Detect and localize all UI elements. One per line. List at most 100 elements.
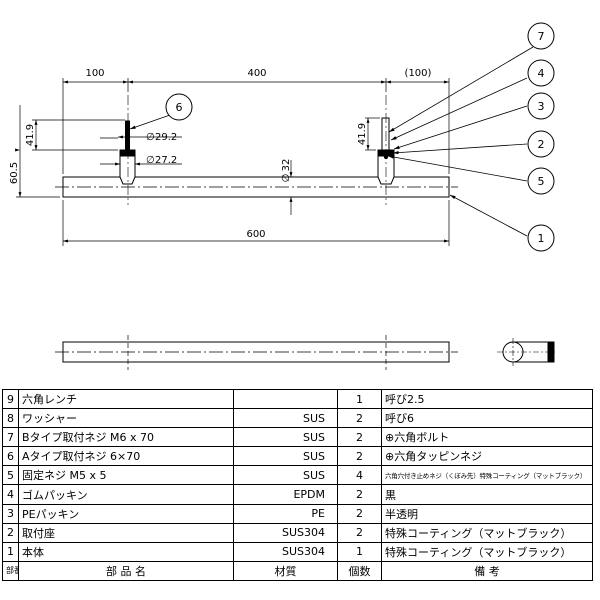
parts-table: 9 六角レンチ 1 呼び2.5 8 ワッシャー SUS 2 呼び6 7 Bタイプ… [2, 388, 593, 581]
part-name: Bタイプ取付ネジ M6 x 70 [18, 427, 234, 448]
part-note: 半透明 [381, 503, 593, 524]
part-number: 9 [2, 388, 19, 410]
callout-7 [527, 22, 555, 50]
part-number: 5 [2, 465, 19, 486]
callout-4-label: 4 [538, 67, 545, 80]
part-number: 7 [2, 427, 19, 448]
part-number: 8 [2, 408, 19, 429]
part-name: 固定ネジ M5 x 5 [18, 465, 234, 486]
table-row: 4 ゴムパッキン EPDM 2 黒 [2, 484, 593, 505]
part-note: 黒 [381, 484, 593, 505]
right-bolt [381, 117, 390, 151]
dim-dia-32: 32 [281, 159, 292, 172]
part-name: 取付座 [18, 522, 234, 543]
part-quantity: 1 [337, 541, 382, 562]
part-material: SUS [233, 427, 338, 448]
dia-symbol-3: ∅ [281, 174, 292, 183]
left-base-dark [119, 149, 136, 157]
part-number: 6 [2, 446, 19, 467]
part-name: ワッシャー [18, 408, 234, 429]
part-name: Aタイプ取付ネジ 6×70 [18, 446, 234, 467]
header-part-number: 部番 [2, 560, 19, 581]
part-material: PE [233, 503, 338, 524]
table-row: 1 本体 SUS304 1 特殊コーティング（マットブラック） [2, 541, 593, 562]
part-quantity: 2 [337, 522, 382, 543]
part-quantity: 4 [337, 465, 382, 486]
dim-600: 600 [246, 229, 265, 240]
part-quantity: 2 [337, 408, 382, 429]
front-view [16, 78, 458, 246]
part-material: EPDM [233, 484, 338, 505]
part-number: 1 [2, 541, 19, 562]
part-quantity: 2 [337, 484, 382, 505]
callout-7-label: 7 [538, 30, 545, 43]
part-material: SUS304 [233, 522, 338, 543]
parts-table-body: 9 六角レンチ 1 呼び2.5 8 ワッシャー SUS 2 呼び6 7 Bタイプ… [2, 388, 593, 581]
callout-6 [165, 93, 193, 121]
plan-view [55, 335, 458, 370]
part-quantity: 2 [337, 427, 382, 448]
callout-leaders [129, 46, 534, 237]
part-name: 六角レンチ [18, 388, 234, 410]
table-row: 9 六角レンチ 1 呼び2.5 [2, 388, 593, 410]
table-header-row: 部番 部 品 名 材質 個数 備 考 [2, 560, 593, 581]
table-row: 3 PEパッキン PE 2 半透明 [2, 503, 593, 524]
part-number: 4 [2, 484, 19, 505]
part-note: 特殊コーティング（マットブラック） [381, 541, 593, 562]
callout-4 [527, 59, 555, 87]
dia-symbol-2: ∅ [146, 155, 155, 166]
set-screw-dot [383, 154, 389, 160]
dim-100-left: 100 [85, 68, 104, 79]
dim-400: 400 [247, 68, 266, 79]
callout-1-label: 1 [538, 232, 545, 245]
part-material: SUS [233, 446, 338, 467]
callout-5 [527, 167, 555, 195]
table-row: 6 Aタイプ取付ネジ 6×70 SUS 2 ⊕六角タッピンネジ [2, 446, 593, 467]
part-quantity: 1 [337, 388, 382, 410]
header-quantity: 個数 [337, 560, 382, 581]
dim-100-right: (100) [405, 68, 432, 79]
part-material: SUS304 [233, 541, 338, 562]
dim-60-5: 60.5 [9, 162, 20, 184]
callout-5-label: 5 [538, 175, 545, 188]
dim-41-9-left: 41.9 [25, 124, 36, 146]
part-material: SUS [233, 465, 338, 486]
part-note: 六角穴付き止めネジ（くぼみ先）特殊コーティング（マットブラック） [381, 465, 593, 486]
header-part-name: 部 品 名 [18, 560, 234, 581]
part-note: ⊕六角タッピンネジ [381, 446, 593, 467]
header-material: 材質 [233, 560, 338, 581]
callout-2 [527, 130, 555, 158]
table-row: 2 取付座 SUS304 2 特殊コーティング（マットブラック） [2, 522, 593, 543]
dia-symbol-1: ∅ [146, 132, 155, 143]
part-name: 本体 [18, 541, 234, 562]
part-material: SUS [233, 408, 338, 429]
table-row: 5 固定ネジ M5 x 5 SUS 4 六角穴付き止めネジ（くぼみ先）特殊コーテ… [2, 465, 593, 486]
side-view [497, 338, 555, 366]
part-quantity: 2 [337, 446, 382, 467]
table-row: 8 ワッシャー SUS 2 呼び6 [2, 408, 593, 429]
part-name: PEパッキン [18, 503, 234, 524]
part-name: ゴムパッキン [18, 484, 234, 505]
callout-1 [527, 224, 555, 252]
part-number: 3 [2, 503, 19, 524]
part-material [233, 388, 338, 410]
callout-3 [527, 92, 555, 120]
part-quantity: 2 [337, 503, 382, 524]
technical-drawing: 7 4 3 2 5 1 6 100 400 (100) 600 41.9 60.… [9, 22, 555, 370]
part-note: 呼び6 [381, 408, 593, 429]
part-number: 2 [2, 522, 19, 543]
header-note: 備 考 [381, 560, 593, 581]
table-row: 7 Bタイプ取付ネジ M6 x 70 SUS 2 ⊕六角ボルト [2, 427, 593, 448]
dim-dia-27-2: 27.2 [155, 155, 177, 166]
dim-dia-29-2: 29.2 [155, 132, 177, 143]
callout-3-label: 3 [538, 100, 545, 113]
callout-2-label: 2 [538, 138, 545, 151]
left-screw [125, 120, 130, 151]
part-note: 呼び2.5 [381, 388, 593, 410]
dim-41-9-right: 41.9 [357, 123, 368, 145]
callout-6-label: 6 [176, 101, 183, 114]
part-note: ⊕六角ボルト [381, 427, 593, 448]
left-base [119, 155, 136, 185]
part-note: 特殊コーティング（マットブラック） [381, 522, 593, 543]
